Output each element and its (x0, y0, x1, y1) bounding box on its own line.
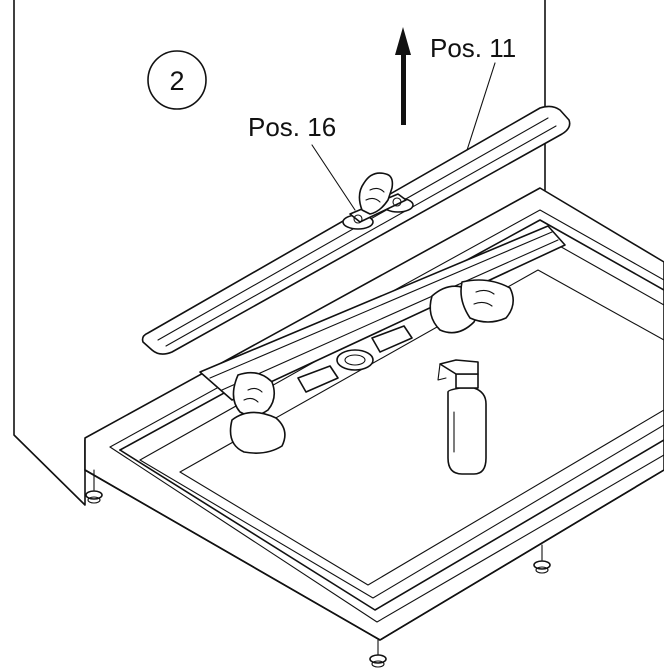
leader-line-pos-16 (311, 144, 356, 211)
up-arrow-icon (395, 27, 411, 125)
base-tray (84, 187, 664, 641)
hand-with-cloth-right-icon (429, 279, 514, 334)
cross-channel (199, 225, 566, 401)
leveling-foot-front (369, 639, 387, 668)
hand-upper-icon (358, 172, 394, 215)
hand-with-cloth-icon (229, 371, 286, 454)
leveling-foot-left (85, 469, 103, 504)
leveling-foot-right (533, 544, 551, 574)
spray-bottle-icon (437, 359, 487, 475)
step-badge: 2 (147, 50, 207, 110)
wall-panel (13, 0, 546, 506)
step-number: 2 (169, 66, 184, 96)
callout-pos-16: Pos. 16 (248, 112, 336, 142)
callout-pos-11: Pos. 11 (430, 33, 516, 63)
